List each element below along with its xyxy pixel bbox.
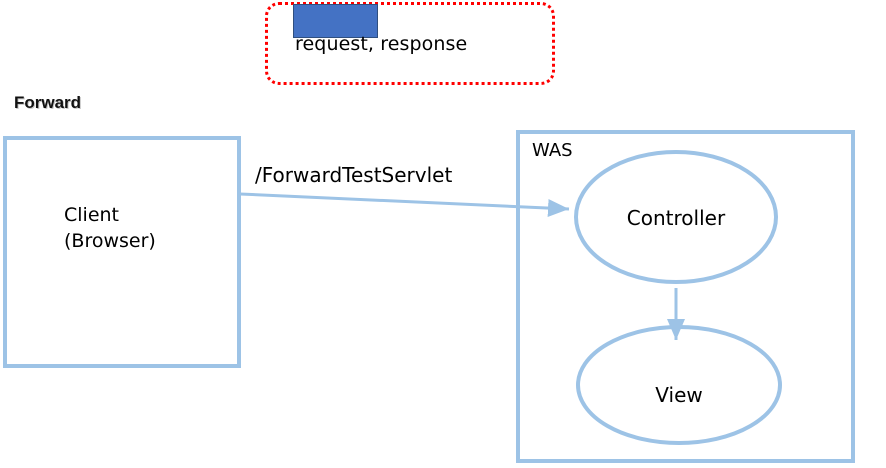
client-box-label: Client (Browser)	[64, 202, 156, 254]
controller-label: Controller	[626, 206, 726, 230]
was-box-label: WAS	[532, 140, 573, 161]
legend-box	[265, 2, 555, 85]
legend-color-swatch	[293, 4, 378, 38]
client-label-line1: Client	[64, 204, 120, 226]
section-title: Forward	[14, 93, 82, 112]
client-box	[3, 136, 241, 368]
client-to-controller-label: /ForwardTestServlet	[255, 163, 453, 187]
client-label-line2: (Browser)	[64, 230, 156, 252]
was-box	[516, 130, 855, 463]
legend-label: request, response	[295, 33, 468, 55]
view-label: View	[655, 383, 703, 407]
